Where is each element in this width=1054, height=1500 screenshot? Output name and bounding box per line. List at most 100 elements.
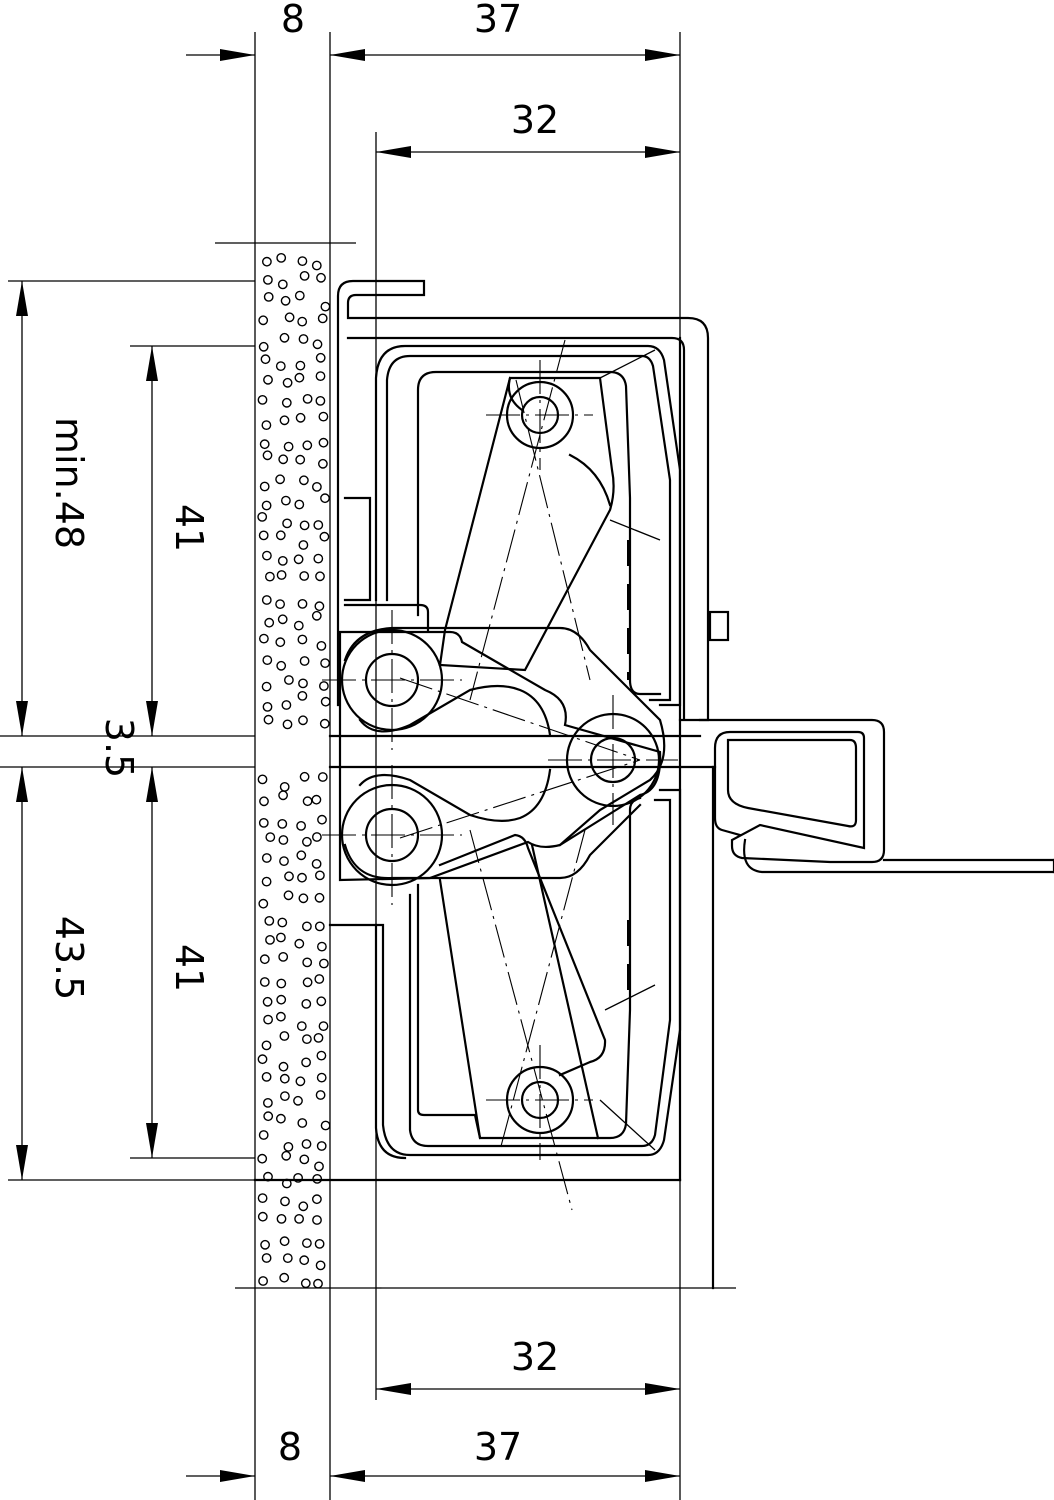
hinge-body-lower bbox=[328, 788, 682, 1211]
panel-core-dot bbox=[301, 921, 312, 932]
panel-core-dot bbox=[293, 620, 304, 631]
panel-core-dot bbox=[295, 1076, 306, 1087]
panel-core-dot bbox=[276, 978, 287, 989]
panel-core-dot bbox=[319, 531, 330, 542]
panel-core-dot bbox=[297, 316, 308, 327]
panel-core-dot bbox=[279, 1073, 290, 1084]
panel-core-dot bbox=[294, 290, 305, 301]
panel-core-dot bbox=[279, 1031, 290, 1041]
panel-core-dot bbox=[257, 1211, 268, 1222]
dim-bottom-8: 8 bbox=[278, 1425, 302, 1469]
panel-core-dot bbox=[295, 454, 306, 465]
panel-core-dot bbox=[261, 1072, 272, 1082]
panel-core-dot bbox=[284, 871, 294, 882]
panel-core-dot bbox=[278, 1061, 289, 1072]
panel-core-dot bbox=[280, 1196, 290, 1207]
dim-lower-41: 41 bbox=[167, 944, 211, 992]
panel-core-dot bbox=[257, 774, 268, 785]
panel-core-dot bbox=[316, 641, 327, 651]
panel-core-dot bbox=[298, 475, 309, 486]
panel-core-dot bbox=[275, 932, 286, 943]
panel-core-dot bbox=[320, 493, 330, 504]
panel-core-dot bbox=[257, 512, 268, 522]
panel-core-dot bbox=[281, 1150, 292, 1161]
panel-core-dot bbox=[297, 691, 308, 701]
panel-core-dot bbox=[264, 617, 275, 628]
dim-bottom-37: 37 bbox=[474, 1425, 522, 1469]
panel-core-dot bbox=[301, 1139, 312, 1149]
panel-core-dot bbox=[298, 540, 309, 550]
panel-core-dot bbox=[311, 610, 322, 621]
panel-core-dot bbox=[281, 397, 292, 408]
panel-core-dot bbox=[316, 1050, 327, 1061]
panel-core-dot bbox=[314, 601, 325, 612]
panel-core-dot bbox=[299, 1255, 310, 1266]
panel-core-dot bbox=[261, 1040, 272, 1051]
panel-core-dot bbox=[293, 554, 304, 565]
panel-core-dot bbox=[279, 332, 290, 343]
panel-core-dot bbox=[314, 1239, 325, 1249]
panel-core-dot bbox=[298, 893, 309, 904]
panel-core-dot bbox=[284, 312, 295, 323]
panel-core-dot bbox=[298, 1201, 309, 1212]
panel-core-dot bbox=[296, 850, 307, 861]
panel-core-dot bbox=[301, 1034, 312, 1045]
panel-core-dot bbox=[279, 856, 289, 866]
panel-core-dot bbox=[275, 530, 286, 541]
dim-bottom-32: 32 bbox=[511, 1335, 559, 1379]
panel-core-dot bbox=[279, 415, 290, 426]
panel-core-dot bbox=[258, 633, 269, 644]
panel-core-dot bbox=[259, 977, 270, 987]
panel-core-dot bbox=[296, 821, 306, 831]
panel-core-dot bbox=[299, 656, 310, 666]
panel-core-dot bbox=[263, 1014, 273, 1025]
panel-core-dot bbox=[316, 996, 327, 1007]
panel-core-dot bbox=[261, 1253, 272, 1263]
panel-core-dot bbox=[313, 520, 324, 530]
panel-core-dot bbox=[294, 938, 305, 949]
panel-core-dot bbox=[294, 372, 305, 383]
panel-core-dot bbox=[278, 454, 289, 465]
panel-core-dot bbox=[320, 1120, 331, 1131]
panel-core-dot bbox=[316, 1141, 327, 1151]
dim-top-32: 32 bbox=[511, 98, 559, 142]
panel-core-dot bbox=[317, 772, 328, 782]
panel-core-dot bbox=[283, 675, 294, 685]
panel-core-dot bbox=[282, 377, 293, 388]
panel-core-dot bbox=[283, 1142, 294, 1152]
panel-core-dot bbox=[278, 835, 289, 845]
panel-core-dot bbox=[283, 441, 294, 452]
panel-core-dot bbox=[261, 595, 272, 605]
panel-core-dot bbox=[258, 315, 269, 326]
panel-core-dot bbox=[257, 394, 268, 405]
panel-core-dot bbox=[318, 958, 329, 969]
panel-core-dot bbox=[258, 341, 269, 352]
panel-core-dot bbox=[318, 411, 329, 422]
panel-core-dot bbox=[302, 796, 313, 807]
panel-core-dot bbox=[316, 941, 327, 952]
panel-core-dot bbox=[297, 872, 307, 883]
panel-core-dot bbox=[278, 952, 289, 962]
panel-core-dot bbox=[311, 481, 322, 492]
panel-core-dot bbox=[317, 458, 328, 469]
panel-core-dot bbox=[276, 570, 287, 580]
panel-core-dot bbox=[258, 1130, 269, 1140]
panel-core-dot bbox=[279, 782, 290, 792]
panel-core-dot bbox=[299, 1154, 310, 1165]
panel-core-dot bbox=[275, 599, 285, 609]
panel-core-dot bbox=[276, 1214, 287, 1224]
panel-core-dot bbox=[302, 440, 313, 451]
panel-core-dot bbox=[301, 836, 312, 847]
panel-core-dot bbox=[299, 270, 310, 281]
panel-core-dot bbox=[295, 360, 306, 371]
panel-core-dot bbox=[302, 957, 313, 968]
panel-core-dot bbox=[258, 818, 269, 828]
panel-core-dot bbox=[301, 1238, 312, 1249]
panel-core-dot bbox=[258, 1276, 268, 1286]
panel-core-dot bbox=[314, 892, 325, 903]
panel-core-dot bbox=[293, 1173, 303, 1183]
panel-core-dot bbox=[275, 1113, 286, 1124]
panel-core-dot bbox=[311, 832, 322, 842]
panel-core-dot bbox=[258, 530, 269, 541]
panel-core-dot bbox=[265, 935, 275, 945]
